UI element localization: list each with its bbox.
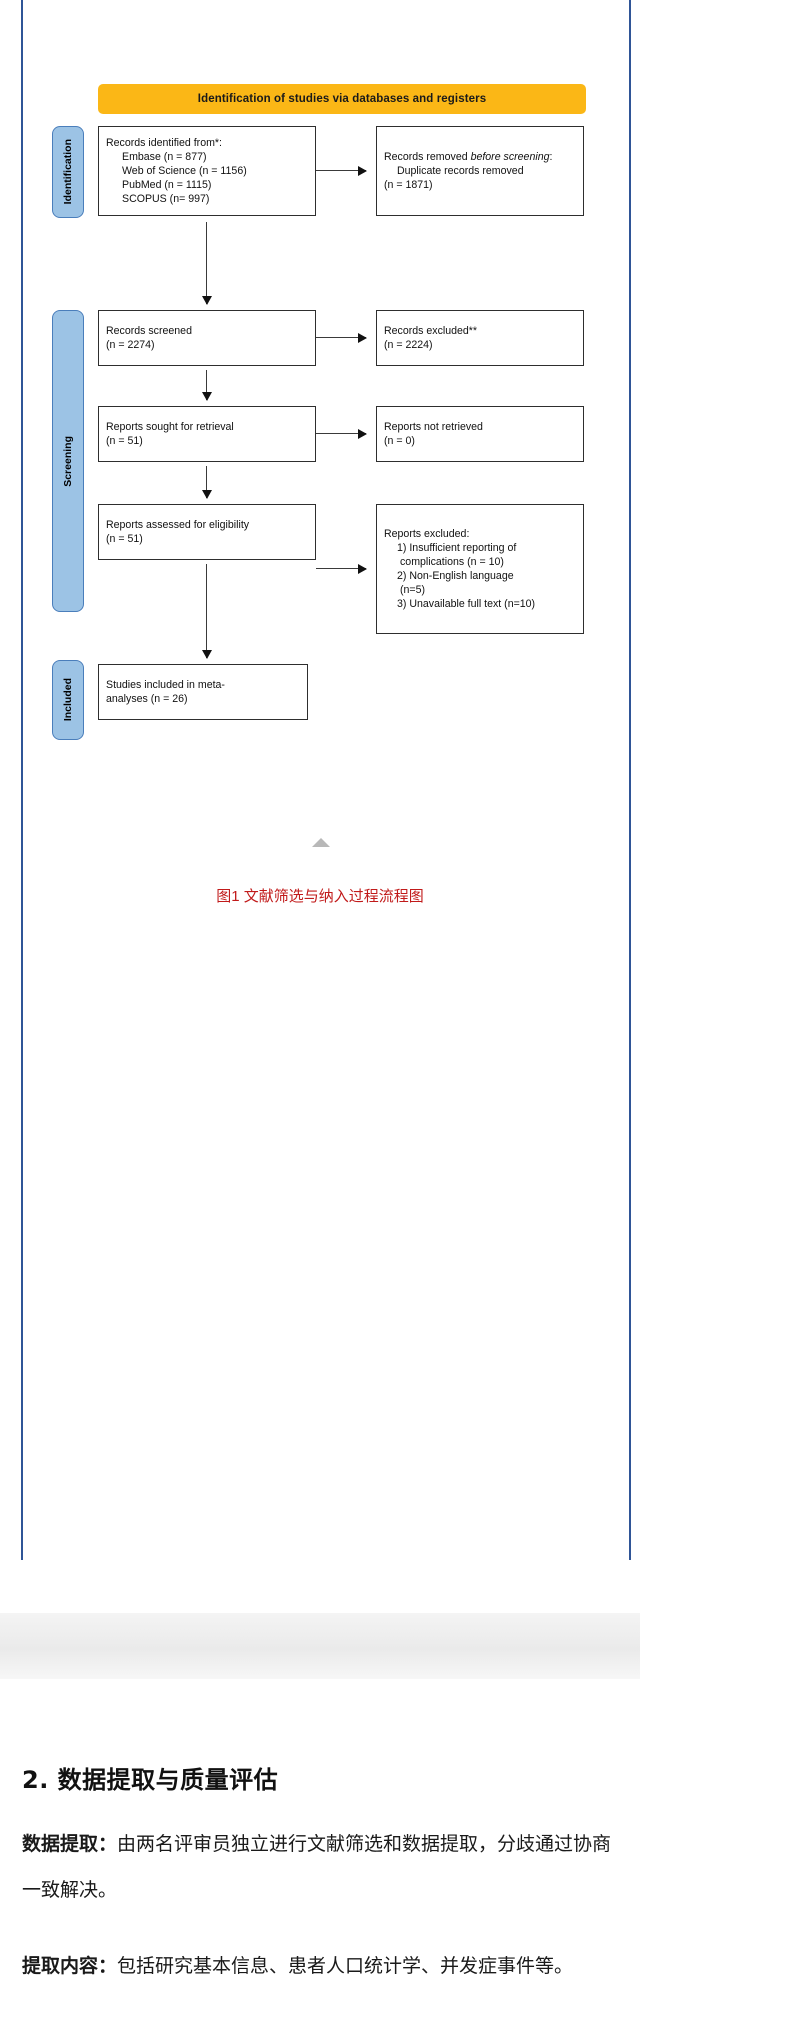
- node-line: Records excluded**: [384, 325, 478, 337]
- paragraph-text: 包括研究基本信息、患者人口统计学、并发症事件等。: [117, 1955, 574, 1977]
- node-item: (n=5): [400, 584, 426, 596]
- node-reports-not-retrieved: Reports not retrieved (n = 0): [376, 406, 584, 462]
- node-line: Reports assessed for eligibility: [106, 519, 250, 531]
- node-line: Studies included in meta-: [106, 679, 225, 691]
- section-heading: 2. 数据提取与质量评估: [22, 1766, 279, 1794]
- paragraph-text: 由两名评审员独立进行文献筛选和数据提取，分歧通过协商一致解决。: [22, 1833, 612, 1901]
- node-title: Records removed before screening:: [384, 150, 576, 164]
- node-title: Reports excluded:: [384, 528, 470, 540]
- arrow-screened-to-excluded: [316, 331, 367, 346]
- node-title-italic: before screening: [470, 151, 550, 163]
- node-records-removed: Records removed before screening: Duplic…: [376, 126, 584, 216]
- node-title-colon: :: [549, 151, 553, 163]
- node-item: 3) Unavailable full text (n=10): [397, 598, 536, 610]
- node-item: Embase (n = 877): [122, 151, 207, 163]
- arrow-assessed-to-included: [200, 564, 215, 659]
- arrow-assessed-to-reportsexcluded: [316, 562, 367, 577]
- node-line: Records screened: [106, 325, 192, 337]
- paragraph: 提取内容：包括研究基本信息、患者人口统计学、并发症事件等。: [22, 1943, 622, 1989]
- column-rule-left: [21, 0, 23, 1610]
- stage-tab-identification: Identification: [52, 126, 84, 218]
- stage-tab-identification-label: Identification: [62, 139, 74, 205]
- node-item: Duplicate records removed: [397, 165, 524, 177]
- node-item: Web of Science (n = 1156): [122, 165, 247, 177]
- node-item: 2) Non-English language: [397, 570, 514, 582]
- node-studies-included: Studies included in meta- analyses (n = …: [98, 664, 308, 720]
- column-rule-right: [629, 0, 631, 1610]
- prisma-flow-diagram: Identification of studies via databases …: [40, 70, 600, 750]
- node-line: Reports sought for retrieval: [106, 421, 234, 433]
- stage-tab-included: Included: [52, 660, 84, 740]
- figure-caption: 图1 文献筛选与纳入过程流程图: [216, 888, 424, 905]
- node-line: (n = 51): [106, 533, 143, 545]
- node-records-excluded: Records excluded** (n = 2224): [376, 310, 584, 366]
- stage-tab-screening: Screening: [52, 310, 84, 612]
- section-separator-band: [0, 1613, 640, 1679]
- node-reports-excluded: Reports excluded: 1) Insufficient report…: [376, 504, 584, 634]
- paragraph-label: 数据提取：: [22, 1833, 118, 1855]
- node-line: (n = 2274): [106, 339, 155, 351]
- arrow-sought-to-notretrieved: [316, 427, 367, 442]
- node-line: analyses (n = 26): [106, 693, 188, 705]
- article-page: Identification of studies via databases …: [0, 0, 640, 1977]
- node-item: SCOPUS (n= 997): [122, 193, 210, 205]
- node-records-screened: Records screened (n = 2274): [98, 310, 316, 366]
- node-line: (n = 2224): [384, 339, 433, 351]
- arrow-screened-to-sought: [200, 370, 215, 401]
- stage-tab-screening-label: Screening: [62, 435, 74, 487]
- paragraph: 数据提取：由两名评审员独立进行文献筛选和数据提取，分歧通过协商一致解决。: [22, 1821, 622, 1913]
- article-body: 2. 数据提取与质量评估 数据提取：由两名评审员独立进行文献筛选和数据提取，分歧…: [22, 1760, 622, 2019]
- node-line: (n = 0): [384, 435, 415, 447]
- node-reports-assessed: Reports assessed for eligibility (n = 51…: [98, 504, 316, 560]
- node-item: (n = 1871): [384, 179, 433, 191]
- node-title: Records identified from*:: [106, 137, 222, 149]
- node-item: complications (n = 10): [400, 556, 504, 568]
- node-reports-sought: Reports sought for retrieval (n = 51): [98, 406, 316, 462]
- node-line: Reports not retrieved: [384, 421, 483, 433]
- diagram-banner: Identification of studies via databases …: [98, 84, 586, 114]
- node-records-identified: Records identified from*: Embase (n = 87…: [98, 126, 316, 216]
- arrow-identified-to-screened: [200, 222, 215, 305]
- node-line: (n = 51): [106, 435, 143, 447]
- stage-tab-included-label: Included: [62, 678, 74, 722]
- arrow-sought-to-assessed: [200, 466, 215, 499]
- collapse-caret-icon[interactable]: [312, 838, 330, 847]
- arrow-identified-to-removed: [316, 164, 367, 179]
- node-item: 1) Insufficient reporting of: [397, 542, 517, 554]
- node-title-plain: Records removed: [384, 151, 471, 163]
- node-item: PubMed (n = 1115): [122, 179, 212, 191]
- paragraph-label: 提取内容：: [22, 1955, 118, 1977]
- whitespace-gap: [0, 1560, 640, 1613]
